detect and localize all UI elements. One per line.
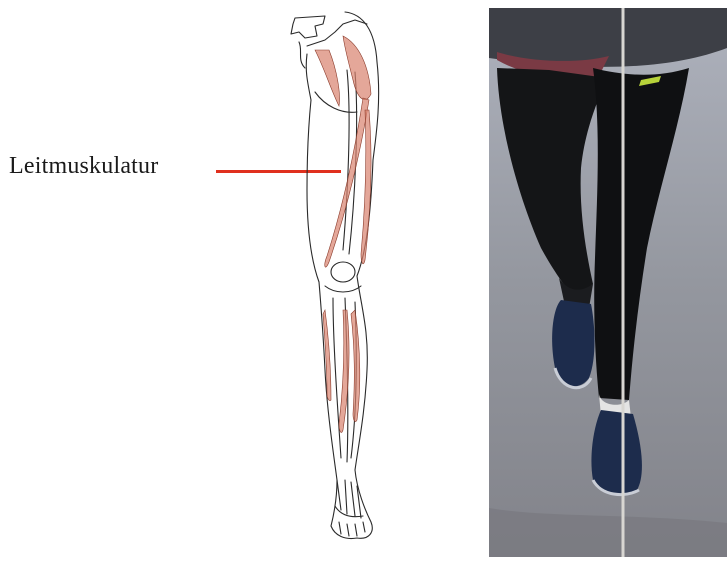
shirt-hem (489, 8, 727, 67)
leg-anatomy-illustration (285, 10, 395, 550)
runner-legs-photo (489, 8, 727, 557)
hip-flexor-muscle (315, 50, 340, 106)
leitmuskulatur-label: Leitmuskulatur (9, 153, 158, 180)
calf-muscle (351, 310, 360, 422)
gluteal-muscle (343, 36, 371, 100)
knee-cap (331, 262, 355, 282)
pelvis-bone (291, 16, 325, 38)
front-shoe (591, 410, 642, 495)
